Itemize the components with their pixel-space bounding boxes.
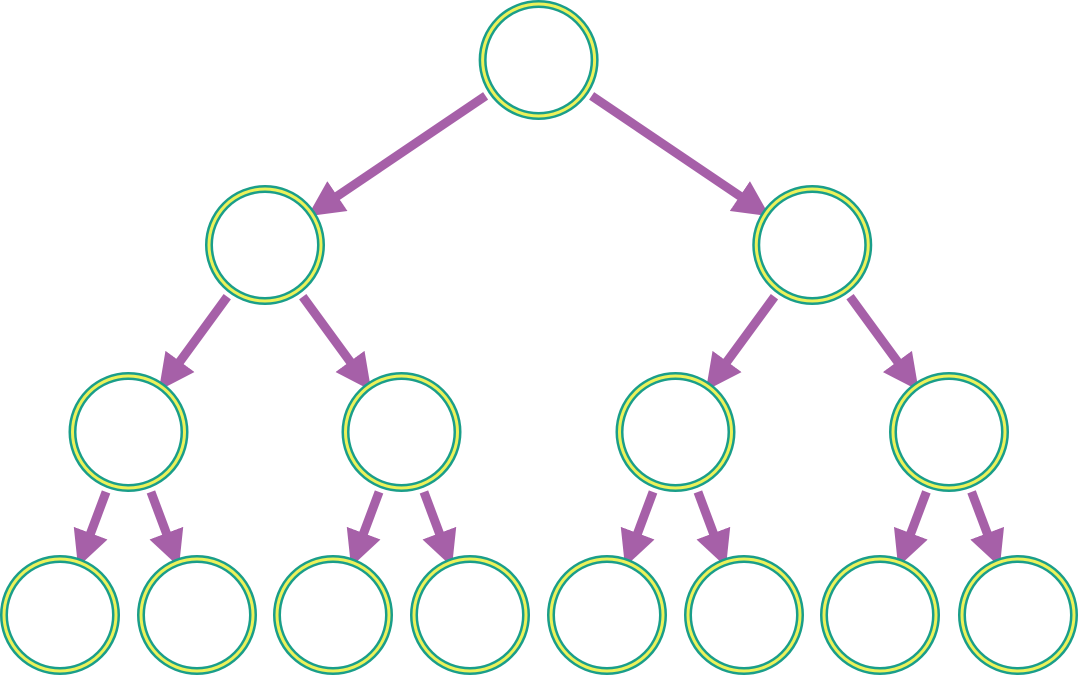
node-inner-ring [207,187,323,303]
tree-node [889,372,1009,492]
tree-edges [73,92,1005,567]
tree-edge-arrow [307,92,489,217]
node-inner-ring [481,2,597,118]
tree-edge-arrow [419,490,457,567]
node-inner-ring [412,557,528,673]
tree-edge-arrow [346,490,384,567]
tree-node [684,555,804,675]
node-inner-ring [549,557,665,673]
node-inner-ring [71,374,186,490]
tree-node [547,555,667,675]
tree-node [0,555,120,675]
node-inner-ring [618,374,733,490]
tree-node [752,185,873,305]
tree-edge-arrow [693,490,731,567]
tree-edge-arrow [589,92,770,217]
node-inner-ring [891,374,1007,490]
tree-edge-arrow [967,490,1005,567]
node-inner-ring [344,374,459,490]
tree-node [205,185,325,305]
tree-edge-arrow [158,294,231,391]
node-inner-ring [139,557,255,673]
tree-node [68,372,189,492]
tree-edge-arrow [620,490,658,567]
tree-node [137,555,257,675]
node-inner-ring [275,557,391,673]
node-inner-ring [686,557,802,673]
tree-edge-arrow [299,294,372,391]
tree-node [341,372,462,492]
node-inner-ring [822,557,938,673]
tree-edge-arrow [893,490,931,567]
node-inner-ring [960,557,1076,673]
tree-node [820,555,940,675]
node-inner-ring [754,187,870,303]
tree-node [615,372,736,492]
tree-node [410,555,530,675]
tree-edge-arrow [73,490,111,567]
tree-node [273,555,393,675]
tree-edge-arrow [146,490,184,567]
tree-edge-arrow [846,294,919,391]
tree-node [958,555,1078,675]
node-inner-ring [2,557,118,673]
tree-node [478,0,599,120]
tree-edge-arrow [705,294,779,391]
